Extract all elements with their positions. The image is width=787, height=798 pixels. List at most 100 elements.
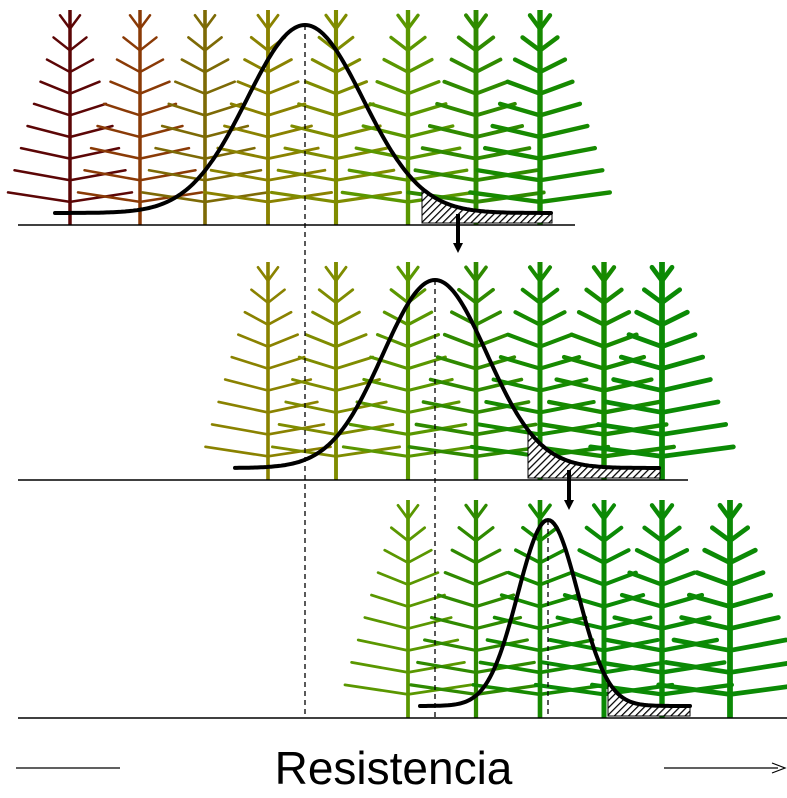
tree-branch xyxy=(266,310,293,327)
tree-branch xyxy=(266,355,306,370)
tree-branch xyxy=(634,309,665,328)
generation-2-tree-1 xyxy=(204,262,332,480)
tree-branch xyxy=(659,354,706,371)
tree-branch xyxy=(727,525,751,544)
tree-branch xyxy=(659,309,690,328)
tree-branch xyxy=(68,36,88,52)
tree-branch xyxy=(193,13,207,31)
tree-branch xyxy=(512,57,543,75)
tree-branch xyxy=(537,79,575,96)
tree-branch xyxy=(291,378,338,392)
tree-branch xyxy=(538,332,574,349)
tree-branch xyxy=(173,80,207,96)
tree-branch xyxy=(474,400,531,415)
tree-branch xyxy=(406,265,420,283)
tree-branch xyxy=(277,422,338,436)
tree-branch xyxy=(602,503,616,521)
tree-branch xyxy=(468,190,543,205)
tree-branch xyxy=(659,525,682,543)
tree-branch xyxy=(592,503,606,521)
tree-branch xyxy=(180,58,207,74)
generation-2-distribution-curve xyxy=(233,277,661,470)
tree-branch xyxy=(659,615,712,631)
tree-branch xyxy=(122,36,142,52)
tree-branch xyxy=(464,13,478,31)
tree-branch xyxy=(96,124,142,139)
tree-branch xyxy=(128,14,142,31)
tree-branch xyxy=(266,423,326,436)
tree-branch xyxy=(375,333,410,349)
tree-branch xyxy=(717,502,733,522)
tree-branch xyxy=(537,57,568,75)
tree-branch xyxy=(266,102,307,117)
tree-branch xyxy=(626,332,665,350)
tree-branch xyxy=(356,638,410,652)
tree-branch xyxy=(474,571,509,587)
tree-branch xyxy=(584,525,606,543)
tree-branch xyxy=(423,638,478,653)
tree-branch xyxy=(435,101,478,118)
tree-branch xyxy=(406,526,427,543)
tree-branch xyxy=(528,503,542,521)
tree-branch xyxy=(406,661,466,674)
generation-1-tree-3 xyxy=(141,10,269,225)
tree-branch xyxy=(409,683,478,696)
tree-branch xyxy=(506,332,542,349)
tree-branch xyxy=(68,14,82,31)
tree-branch xyxy=(601,287,624,305)
tree-branch xyxy=(32,102,72,117)
tree-branch xyxy=(334,35,355,52)
tree-branch xyxy=(354,146,410,161)
tree-branch xyxy=(297,102,338,117)
tree-branch xyxy=(6,191,72,204)
tree-branch xyxy=(538,570,574,587)
tree-branch xyxy=(474,548,502,565)
tree-branch xyxy=(727,637,787,653)
tree-branch xyxy=(590,682,665,697)
tree-branch xyxy=(203,13,217,31)
tree-branch xyxy=(138,14,152,31)
tree-branch xyxy=(429,615,478,631)
tree-branch xyxy=(407,445,478,459)
tree-branch xyxy=(334,146,389,161)
tree-branch xyxy=(138,58,165,74)
tree-branch xyxy=(612,615,665,631)
tree-branch xyxy=(457,526,478,543)
tree-branch xyxy=(45,58,72,74)
tree-branch xyxy=(538,638,595,653)
tree-branch xyxy=(203,190,270,204)
tree-branch xyxy=(68,169,127,182)
tree-branch xyxy=(457,287,478,305)
tree-branch xyxy=(203,58,230,74)
tree-branch xyxy=(521,525,542,543)
tree-branch xyxy=(334,168,396,182)
tree-branch xyxy=(89,146,142,160)
tree-branch xyxy=(513,310,542,327)
tree-branch xyxy=(290,124,338,139)
tree-branch xyxy=(618,354,665,371)
tree-branch xyxy=(406,310,434,327)
tree-branch xyxy=(368,102,410,118)
tree-branch xyxy=(619,592,665,609)
tree-branch xyxy=(334,422,395,436)
tree-branch xyxy=(679,615,733,631)
tree-branch xyxy=(382,310,410,327)
tree-branch xyxy=(602,615,653,631)
tree-branch xyxy=(727,661,787,675)
tree-branch xyxy=(538,310,567,327)
tree-branch xyxy=(406,80,441,96)
tree-branch xyxy=(420,146,478,161)
tree-branch xyxy=(474,377,524,393)
tree-branch xyxy=(642,525,665,543)
axis-arrowhead xyxy=(771,762,787,774)
tree-branch xyxy=(727,592,774,609)
tree-branch xyxy=(68,58,95,74)
tree-branch xyxy=(266,265,280,283)
tree-branch xyxy=(537,168,605,183)
tree-branch xyxy=(482,145,543,161)
tree-branch xyxy=(538,287,560,305)
tree-branch xyxy=(474,526,495,543)
tree-branch xyxy=(317,288,338,305)
generation-3-distribution-curve xyxy=(418,517,692,708)
tree-branch xyxy=(406,146,462,161)
